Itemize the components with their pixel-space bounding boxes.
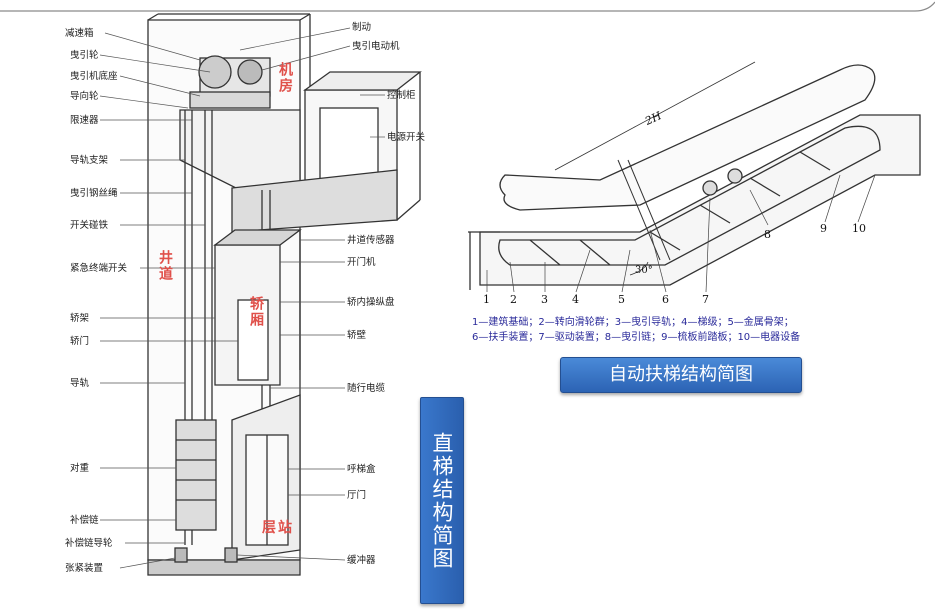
part-number: 9	[820, 222, 827, 235]
legend-line-1: 1—建筑基础；2—转向滑轮群；3—曳引导轨；4—梯级；5—金属骨架；	[472, 317, 794, 328]
label-switch-cam: 开关碰铁	[70, 220, 109, 231]
label-brake: 制动	[352, 22, 372, 33]
part-number: 7	[702, 293, 709, 306]
part-number: 4	[572, 293, 579, 306]
area-machine-room: 机房	[277, 62, 293, 94]
label-door-operator: 开门机	[347, 257, 376, 268]
label-comp-guide: 补偿链导轮	[65, 538, 113, 549]
part-number: 8	[764, 228, 771, 241]
label-car-panel: 轿内操纵盘	[347, 297, 395, 308]
part-number: 3	[541, 293, 548, 306]
part-number: 5	[618, 293, 625, 306]
part-number: 2	[510, 293, 517, 306]
label-reducer: 减速箱	[65, 28, 94, 39]
escalator-title: 自动扶梯结构简图	[560, 357, 802, 393]
label-guide-rail: 导轨	[70, 378, 90, 389]
label-travel-cable: 随行电缆	[347, 383, 386, 394]
label-guide-pulley: 导向轮	[70, 91, 99, 102]
label-shaft-sensor: 井道传感器	[347, 235, 395, 246]
label-rail-bracket: 导轨支架	[70, 155, 109, 166]
label-terminal-switch: 紧急终端开关	[70, 263, 128, 274]
elevator-title: 直梯结构简图	[420, 397, 464, 604]
slide-frame	[0, 1, 935, 12]
label-machine-base: 曳引机底座	[70, 71, 118, 82]
label-buffer: 缓冲器	[347, 555, 376, 566]
label-car-door: 轿门	[70, 336, 90, 347]
area-landing: 层站	[262, 520, 294, 536]
part-number: 1	[483, 293, 490, 306]
label-counterweight: 对重	[70, 463, 90, 474]
label-traction-sheave: 曳引轮	[70, 50, 99, 61]
label-car-frame: 轿架	[70, 313, 90, 324]
part-number: 6	[662, 293, 669, 306]
angle-label: 30°	[635, 265, 653, 276]
label-tension-device: 张紧装置	[65, 563, 104, 574]
part-number: 10	[852, 222, 866, 235]
area-shaft: 井道	[157, 250, 173, 282]
label-motor: 曳引电动机	[352, 41, 400, 52]
label-control-cabinet: 控制柜	[387, 90, 416, 101]
label-call-box: 呼梯盒	[347, 464, 376, 475]
label-traction-rope: 曳引钢丝绳	[70, 188, 118, 199]
area-car: 轿厢	[248, 296, 264, 328]
label-speed-limiter: 限速器	[70, 115, 99, 126]
label-hall-door: 厅门	[347, 490, 367, 501]
label-power-switch: 电源开关	[387, 132, 426, 143]
legend-line-2: 6—扶手装置；7—驱动装置；8—曳引链；9—梳板前踏板；10—电器设备	[472, 332, 801, 343]
label-comp-chain: 补偿链	[70, 515, 99, 526]
label-car-wall: 轿壁	[347, 330, 367, 341]
